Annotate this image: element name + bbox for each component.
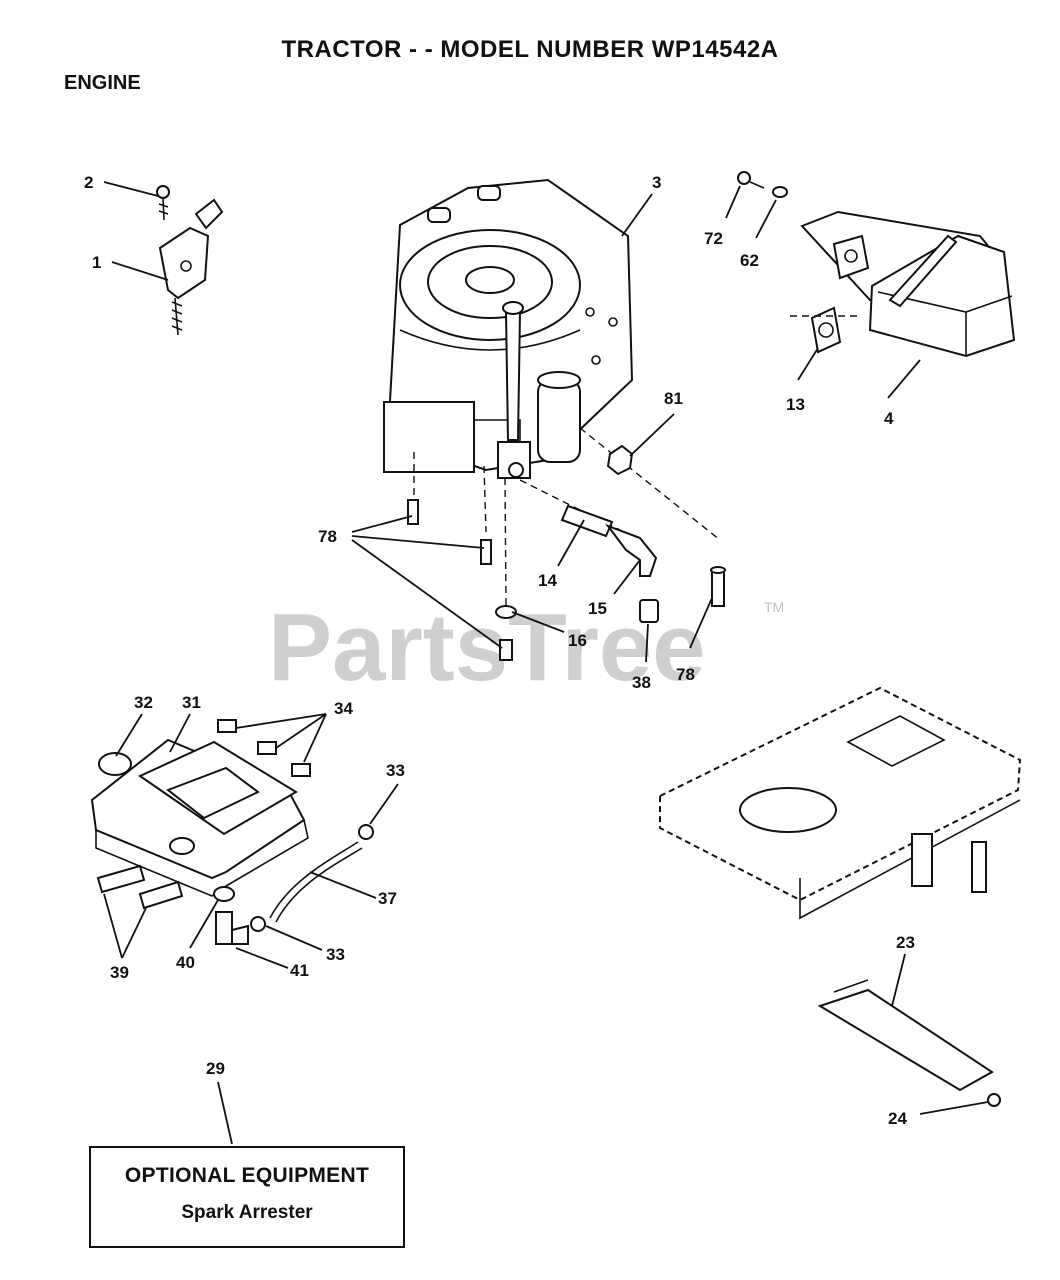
callout-78-right: 78 xyxy=(676,665,695,684)
nut-part xyxy=(606,444,634,476)
frame-plate-part xyxy=(659,686,1022,920)
watermark-tm: TM xyxy=(764,599,784,615)
optional-equipment-title: OPTIONAL EQUIPMENT xyxy=(124,1164,370,1187)
page-title: TRACTOR - - MODEL NUMBER WP14542A xyxy=(281,36,779,63)
callout-33-bottom: 33 xyxy=(326,945,345,964)
callout-81: 81 xyxy=(664,389,683,408)
callout-14: 14 xyxy=(538,571,557,590)
watermark: PartsTree xyxy=(268,594,706,701)
callout-labels: 2 1 3 72 62 13 4 81 78 14 15 16 38 78 32… xyxy=(84,173,915,1128)
section-title: ENGINE xyxy=(64,72,141,94)
callout-4: 4 xyxy=(884,409,894,428)
muffler-part xyxy=(737,171,1016,358)
callout-37: 37 xyxy=(378,889,397,908)
callout-41: 41 xyxy=(290,961,309,980)
callout-40: 40 xyxy=(176,953,195,972)
engine-part xyxy=(383,178,721,606)
drain-fitting-part xyxy=(495,504,659,623)
bolts-part xyxy=(407,499,726,661)
callout-29: 29 xyxy=(206,1059,225,1078)
callout-34: 34 xyxy=(334,699,353,718)
callout-32: 32 xyxy=(134,693,153,712)
fuel-tank-part xyxy=(90,719,374,945)
callout-16: 16 xyxy=(568,631,587,650)
callout-15: 15 xyxy=(588,599,607,618)
callout-72: 72 xyxy=(704,229,723,248)
callout-33-top: 33 xyxy=(386,761,405,780)
callout-23: 23 xyxy=(896,933,915,952)
leader-lines xyxy=(103,181,989,1145)
optional-equipment-box: OPTIONAL EQUIPMENT Spark Arrester xyxy=(89,1146,405,1248)
callout-13: 13 xyxy=(786,395,805,414)
callout-78-left: 78 xyxy=(318,527,337,546)
throttle-bracket-part xyxy=(156,185,224,336)
callout-1: 1 xyxy=(92,253,101,272)
callout-62: 62 xyxy=(740,251,759,270)
callout-3: 3 xyxy=(652,173,661,192)
heat-shield-part xyxy=(817,979,1001,1107)
callout-2: 2 xyxy=(84,173,93,192)
callout-39: 39 xyxy=(110,963,129,982)
callout-31: 31 xyxy=(182,693,201,712)
optional-equipment-item: Spark Arrester xyxy=(181,1202,313,1223)
callout-38: 38 xyxy=(632,673,651,692)
callout-24: 24 xyxy=(888,1109,907,1128)
